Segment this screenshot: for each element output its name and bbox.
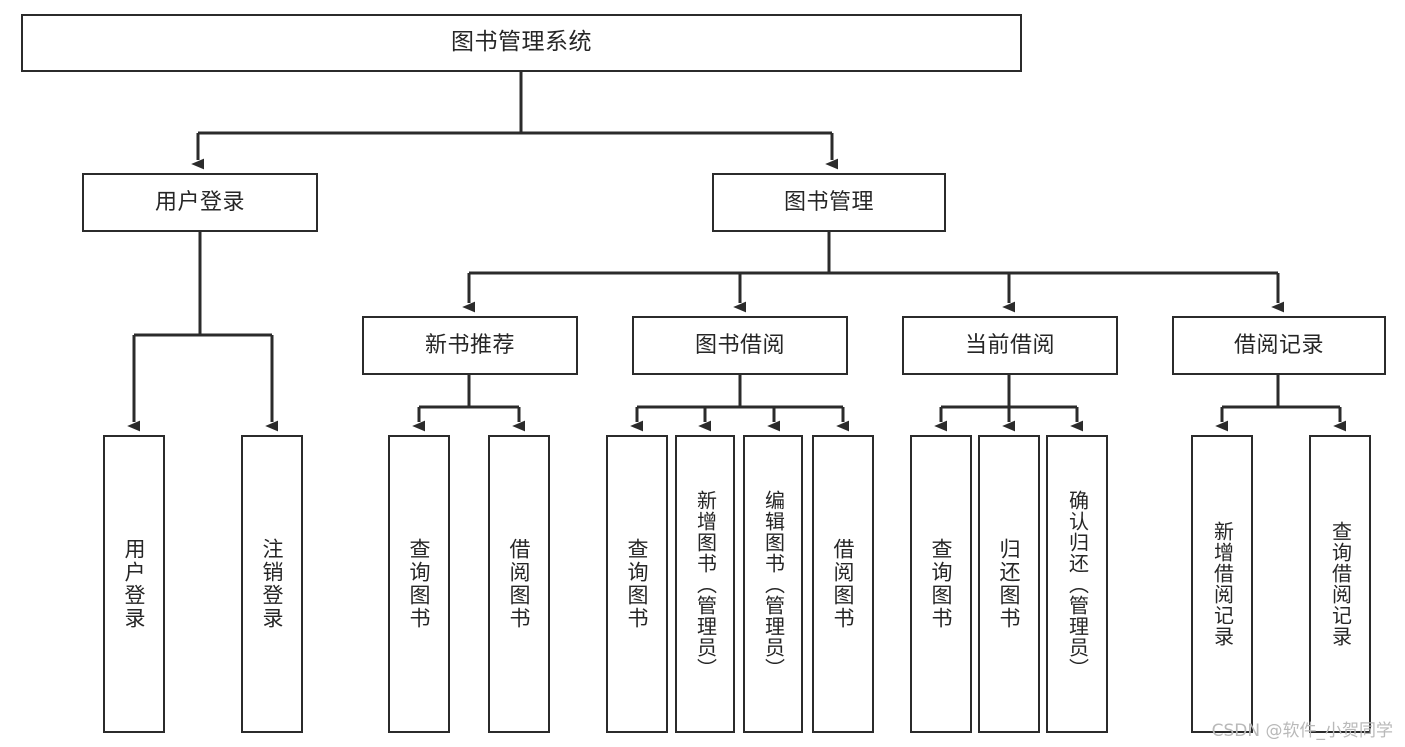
node-leaf-logout-login[interactable]: 注销登录 [241,435,303,733]
node-book-management[interactable]: 图书管理 [712,173,946,232]
node-label: 新增借阅记录 [1210,521,1235,647]
node-label: 查询图书 [929,538,954,630]
node-user-login[interactable]: 用户登录 [82,173,318,232]
node-label: 确认归还（管理员） [1065,489,1090,679]
node-label: 借阅图书 [507,538,532,630]
node-label: 编辑图书（管理员） [761,489,786,679]
node-label: 新书推荐 [424,332,515,358]
node-label: 用户登录 [154,189,245,215]
node-label: 当前借阅 [964,332,1055,358]
node-leaf-borrow-book[interactable]: 借阅图书 [812,435,874,733]
node-current-borrow[interactable]: 当前借阅 [902,316,1118,375]
node-leaf-edit-book-admin[interactable]: 编辑图书（管理员） [743,435,803,733]
node-leaf-add-borrow-record[interactable]: 新增借阅记录 [1191,435,1253,733]
node-leaf-add-book-admin[interactable]: 新增图书（管理员） [675,435,735,733]
node-label: 注销登录 [260,538,285,630]
node-label: 查询借阅记录 [1328,521,1353,647]
node-label: 图书管理 [783,189,874,215]
node-leaf-user-login[interactable]: 用户登录 [103,435,165,733]
node-leaf-return-book[interactable]: 归还图书 [978,435,1040,733]
node-leaf-query-borrow-record[interactable]: 查询借阅记录 [1309,435,1371,733]
node-leaf-query-book-current[interactable]: 查询图书 [910,435,972,733]
node-label: 查询图书 [407,538,432,630]
node-label: 借阅记录 [1233,332,1324,358]
node-label: 归还图书 [997,538,1022,630]
node-leaf-query-book-borrow[interactable]: 查询图书 [606,435,668,733]
node-leaf-confirm-return-admin[interactable]: 确认归还（管理员） [1046,435,1108,733]
node-book-borrow[interactable]: 图书借阅 [632,316,848,375]
node-borrow-record[interactable]: 借阅记录 [1172,316,1386,375]
node-label: 用户登录 [122,538,147,630]
node-new-book-recommend[interactable]: 新书推荐 [362,316,578,375]
node-leaf-borrow-book-recommend[interactable]: 借阅图书 [488,435,550,733]
node-label: 图书管理系统 [451,29,592,56]
node-root-book-management-system[interactable]: 图书管理系统 [21,14,1022,72]
node-label: 新增图书（管理员） [693,489,718,679]
node-leaf-query-book-recommend[interactable]: 查询图书 [388,435,450,733]
node-label: 图书借阅 [694,332,785,358]
node-label: 查询图书 [625,538,650,630]
node-label: 借阅图书 [831,538,856,630]
csdn-watermark: CSDN @软件_小贺同学 [1211,721,1393,741]
